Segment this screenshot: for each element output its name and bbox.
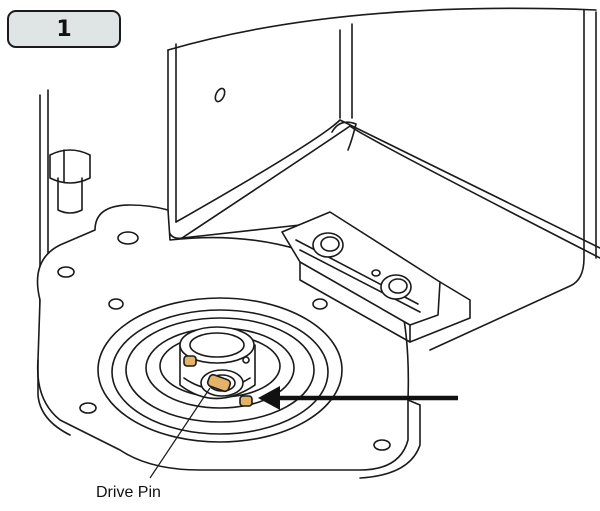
shaft-hub [179,326,256,400]
motor-housing [167,7,600,351]
step-number: 1 [56,16,72,42]
step-number-badge: 1 [7,10,121,48]
brass-drive-pins [183,355,253,407]
gear-bracket [281,211,471,343]
cap-screw [49,149,91,214]
callout-leader-line [149,387,211,479]
drive-pin-label: Drive Pin [96,484,161,501]
pointer-arrow [258,386,458,410]
